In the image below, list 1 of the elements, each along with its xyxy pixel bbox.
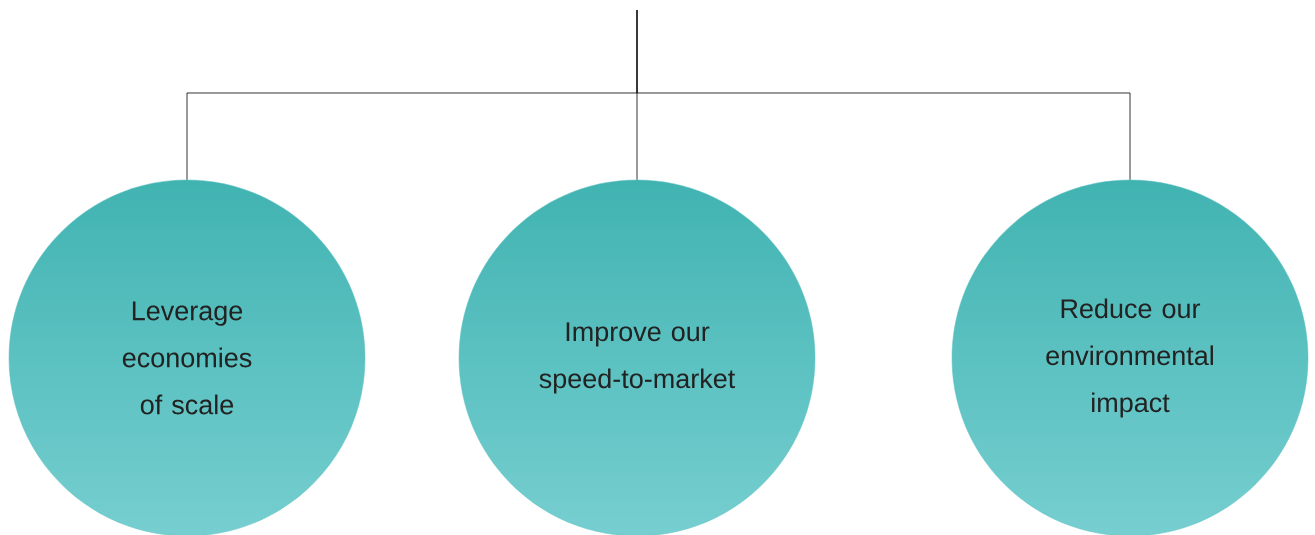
- connector-line: [636, 9, 1131, 181]
